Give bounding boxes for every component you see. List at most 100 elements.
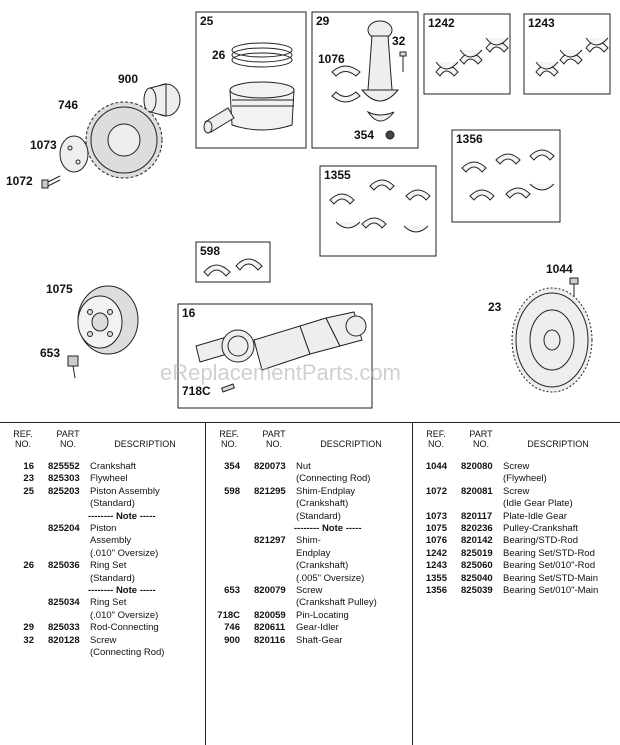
ref-number: 29 — [23, 622, 34, 634]
watermark: eReplacementParts.com — [160, 360, 401, 385]
part-description: (Connecting Rod) — [296, 473, 371, 485]
box-label-1356: 1356 — [456, 132, 483, 146]
part-description: Bearing/STD-Rod — [503, 535, 578, 547]
part-number: 821297 — [254, 535, 286, 547]
part-description: (.005" Oversize) — [296, 572, 365, 584]
part-number: 820079 — [254, 585, 286, 596]
ref-number: 354 — [224, 461, 240, 472]
callout-1073: 1073 — [30, 138, 57, 152]
ref-number: 900 — [224, 634, 240, 646]
locating-pin-drawing — [221, 383, 235, 393]
callout-26: 26 — [212, 48, 226, 62]
crankshaft-drawing — [195, 311, 367, 371]
idler-gear-drawing — [85, 101, 163, 179]
part-number: 820236 — [461, 523, 493, 534]
ref-number: 746 — [224, 622, 240, 634]
part-number: 820073 — [254, 461, 286, 472]
ref-number: 16 — [23, 461, 34, 472]
part-description: Shim-Endplay — [296, 485, 356, 497]
flywheel-drawing — [511, 287, 593, 393]
box-label-16: 16 — [182, 306, 196, 320]
idle-gear-plate-drawing — [59, 135, 89, 173]
callout-900: 900 — [118, 72, 139, 86]
ref-number: 1356 — [425, 585, 447, 596]
part-description: Ring Set — [90, 597, 127, 609]
bearing-set-1355-drawing — [329, 179, 431, 233]
bearing-set-1356-box — [451, 129, 561, 223]
crankshaft-pulley-drawing — [77, 285, 139, 355]
part-description: (Crankshaft) — [296, 498, 349, 510]
shim-endplay-box — [195, 241, 271, 283]
bearing-set-1242-box — [423, 13, 511, 95]
callout-1044: 1044 — [546, 262, 573, 276]
part-description: Endplay — [296, 547, 331, 559]
ref-number: 598 — [224, 485, 240, 497]
box-label-25: 25 — [200, 14, 214, 28]
exploded-parts-diagram: 25 29 1242 1243 1356 1355 598 16 26 1076… — [6, 11, 611, 409]
part-description: Bearing Set/STD-Main — [503, 572, 599, 584]
shim-endplay-drawing — [203, 258, 263, 277]
part-description: Plate-Idle Gear — [503, 510, 567, 522]
part-description: Shaft-Gear — [296, 634, 343, 646]
note-separator: -------- Note ----- — [294, 523, 362, 534]
bearing-set-1243-box — [523, 13, 611, 95]
callout-23: 23 — [488, 300, 502, 314]
ref-number: 1073 — [425, 510, 447, 522]
note-separator: -------- Note ----- — [88, 585, 156, 596]
part-number: 820080 — [461, 461, 493, 472]
header-part-no: PART NO. — [262, 429, 286, 449]
callout-718c: 718C — [182, 384, 211, 398]
rod-bearing-drawing — [331, 65, 361, 103]
box-label-1355: 1355 — [324, 168, 351, 182]
part-number: 820081 — [461, 485, 493, 497]
part-description: Screw — [503, 485, 530, 497]
header-part-no: PART NO. — [469, 429, 493, 449]
bearing-set-1356-drawing — [461, 149, 555, 201]
callout-653: 653 — [40, 346, 61, 360]
box-label-29: 29 — [316, 14, 330, 28]
part-number: 820059 — [254, 609, 286, 621]
pulley-screw-drawing — [67, 355, 79, 379]
part-number: 820128 — [48, 634, 80, 646]
part-number: 825203 — [48, 485, 80, 497]
part-description: Screw — [90, 634, 117, 646]
note-separator: -------- Note ----- — [88, 510, 156, 522]
callout-1075: 1075 — [46, 282, 73, 296]
ref-number: 1243 — [425, 560, 447, 572]
ref-number: 718C — [217, 609, 240, 621]
box-label-1242: 1242 — [428, 16, 455, 30]
bearing-set-1355-box — [319, 165, 437, 257]
part-number: 825039 — [461, 585, 493, 596]
part-number: 825204 — [48, 523, 80, 534]
header-description: DESCRIPTION — [527, 439, 589, 449]
part-description: (.010" Oversize) — [90, 547, 159, 559]
ref-number: 1076 — [425, 535, 447, 547]
part-description: (Connecting Rod) — [90, 646, 165, 658]
callout-1072: 1072 — [6, 174, 33, 188]
header-ref-no: REF. NO. — [219, 429, 239, 449]
callout-1076: 1076 — [318, 52, 345, 66]
piston-pin-drawing — [203, 107, 235, 134]
part-number: 820117 — [461, 510, 493, 522]
part-number: 821295 — [254, 485, 286, 497]
callout-32: 32 — [392, 34, 406, 48]
part-description: Piston Assembly — [90, 485, 160, 497]
piston-drawing — [229, 81, 295, 131]
part-description: Pin-Locating — [296, 609, 349, 621]
ref-number: 23 — [23, 473, 34, 485]
part-description: (Flywheel) — [503, 473, 547, 485]
part-number: 825034 — [48, 597, 80, 609]
part-description: (Standard) — [296, 510, 341, 522]
column-divider — [412, 423, 413, 745]
part-description: Piston — [90, 523, 117, 534]
piston-assembly-box — [195, 11, 307, 149]
part-description: Ring Set — [90, 560, 127, 572]
ref-number: 1072 — [425, 485, 447, 497]
part-number: 825040 — [461, 572, 493, 584]
part-description: Gear-Idler — [296, 622, 339, 634]
bearing-set-1243-drawing — [535, 37, 609, 77]
